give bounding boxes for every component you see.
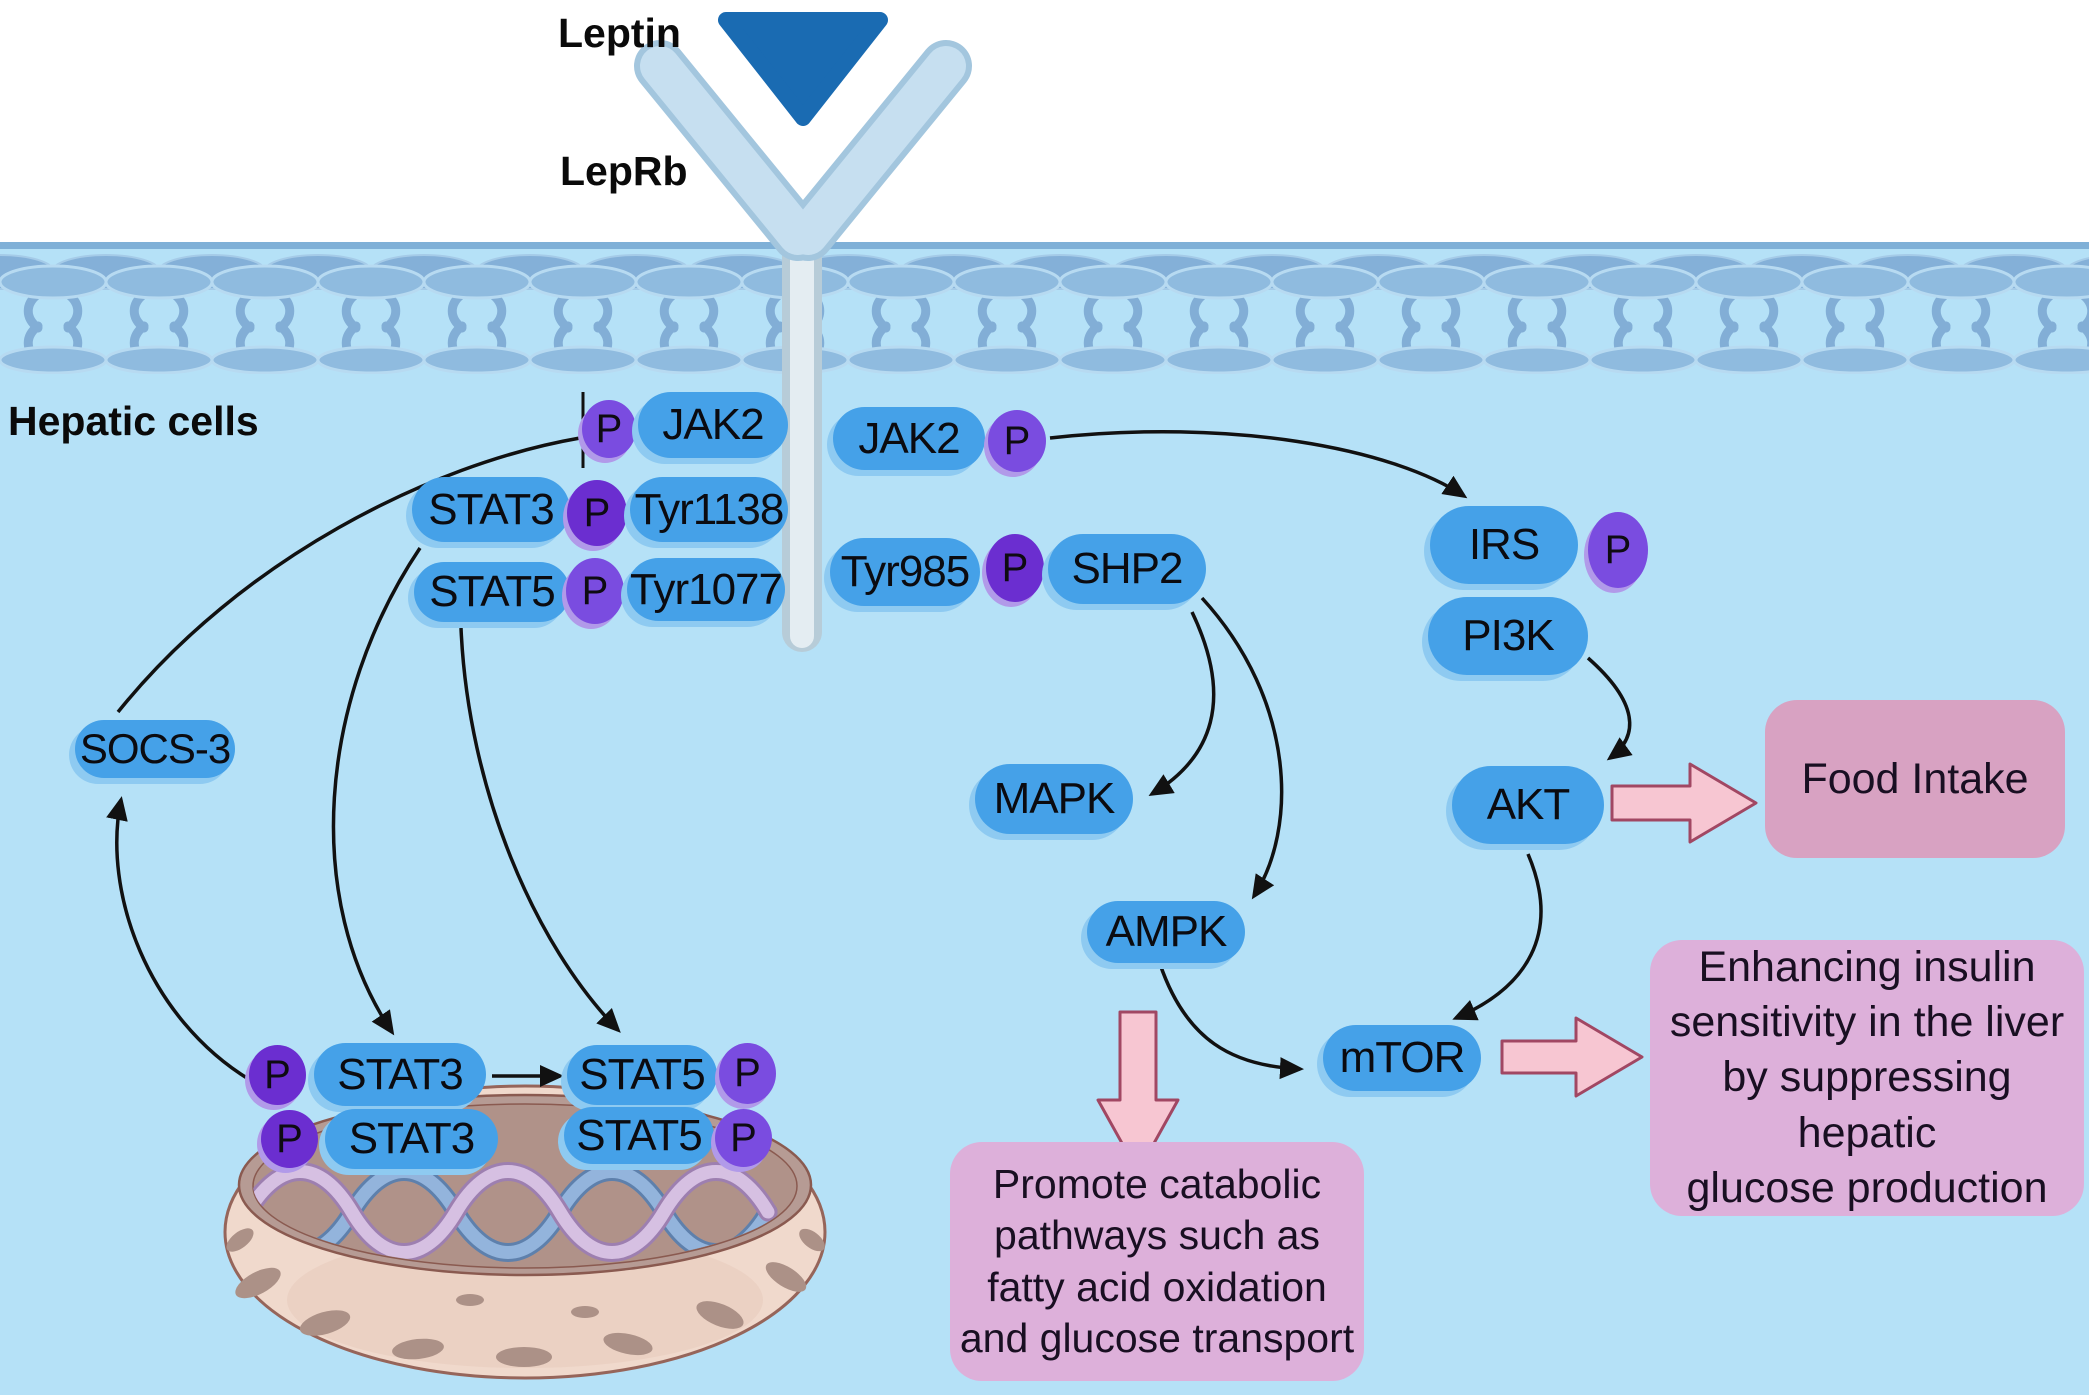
pill-nuclear-stat5-1: STAT5 bbox=[567, 1045, 717, 1105]
arrow-ampk-to-mtor bbox=[1158, 963, 1304, 1080]
pill-nuclear-stat5-2: STAT5 bbox=[564, 1107, 714, 1164]
pill-akt: AKT bbox=[1452, 766, 1604, 844]
block-arrow-mtor-to-insulin bbox=[1500, 1016, 1644, 1098]
leptin-triangle bbox=[718, 12, 888, 126]
phospho-badge-jak2-left: P bbox=[582, 400, 636, 458]
arrow-socs3-inhibits-jak2 bbox=[116, 436, 581, 714]
phospho-badge-nuc-stat5-1: P bbox=[719, 1043, 776, 1104]
extracellular-space bbox=[0, 0, 2089, 242]
pill-tyr1077: Tyr1077 bbox=[627, 558, 785, 621]
pill-jak2-left: JAK2 bbox=[638, 392, 788, 458]
pill-tyr985: Tyr985 bbox=[830, 538, 980, 606]
pill-socs3: SOCS-3 bbox=[75, 720, 235, 778]
pill-nuclear-stat3-1: STAT3 bbox=[314, 1043, 486, 1106]
phospho-badge-nuc-stat3-2: P bbox=[261, 1110, 318, 1168]
leprb-receptor-shape bbox=[634, 40, 972, 652]
phospho-badge-nuc-stat3-1: P bbox=[249, 1045, 306, 1105]
pill-ampk: AMPK bbox=[1087, 901, 1245, 963]
pill-nuclear-stat3-2: STAT3 bbox=[325, 1109, 498, 1169]
phospho-badge-tyr1138: P bbox=[567, 480, 627, 546]
hepatic-cells-label: Hepatic cells bbox=[8, 398, 259, 444]
plasma-membrane bbox=[0, 242, 2089, 374]
catabolic-pathways-box: Promote catabolic pathways such as fatty… bbox=[950, 1142, 1364, 1381]
outcome-arrows bbox=[1096, 762, 1758, 1174]
pill-mapk: MAPK bbox=[975, 764, 1133, 834]
arrow-shp2-to-mapk bbox=[1148, 611, 1216, 797]
block-arrow-akt-to-food-intake bbox=[1610, 762, 1758, 844]
pill-stat3: STAT3 bbox=[412, 477, 570, 542]
insulin-sensitivity-box: Enhancing insulin sensitivity in the liv… bbox=[1650, 940, 2084, 1216]
pill-stat5: STAT5 bbox=[414, 562, 570, 622]
pill-shp2: SHP2 bbox=[1048, 534, 1206, 604]
pill-irs: IRS bbox=[1430, 506, 1578, 584]
nuclear-pores bbox=[226, 1228, 825, 1367]
phospho-badge-irs: P bbox=[1588, 512, 1648, 588]
signal-arrows bbox=[106, 392, 1633, 1087]
phospho-badge-jak2-right: P bbox=[988, 410, 1046, 472]
leprb-label: LepRb bbox=[560, 148, 688, 194]
leptin-label: Leptin bbox=[558, 10, 681, 56]
arrow-nucleus-to-socs3 bbox=[106, 796, 251, 1082]
pill-tyr1138: Tyr1138 bbox=[630, 477, 788, 542]
pill-mtor: mTOR bbox=[1323, 1025, 1481, 1091]
arrow-pi3k-to-akt bbox=[1586, 656, 1633, 761]
phospho-badge-tyr985: P bbox=[986, 534, 1044, 602]
food-intake-box: Food Intake bbox=[1765, 700, 2065, 858]
dna-helix bbox=[253, 1162, 778, 1262]
block-arrow-ampk-to-catabolic bbox=[1096, 1010, 1180, 1174]
pill-pi3k: PI3K bbox=[1428, 597, 1588, 675]
pill-jak2-right: JAK2 bbox=[833, 407, 985, 470]
arrow-jak2-to-irs bbox=[1049, 430, 1468, 499]
phospho-badge-tyr1077: P bbox=[566, 558, 624, 624]
arrow-akt-to-mtor bbox=[1452, 853, 1543, 1021]
arrow-stat3-to-nucleus bbox=[331, 547, 422, 1036]
arrow-stat5-to-nucleus bbox=[459, 627, 621, 1033]
arrow-shp2-to-ampk bbox=[1200, 596, 1284, 900]
phospho-badge-nuc-stat5-2: P bbox=[715, 1109, 772, 1167]
